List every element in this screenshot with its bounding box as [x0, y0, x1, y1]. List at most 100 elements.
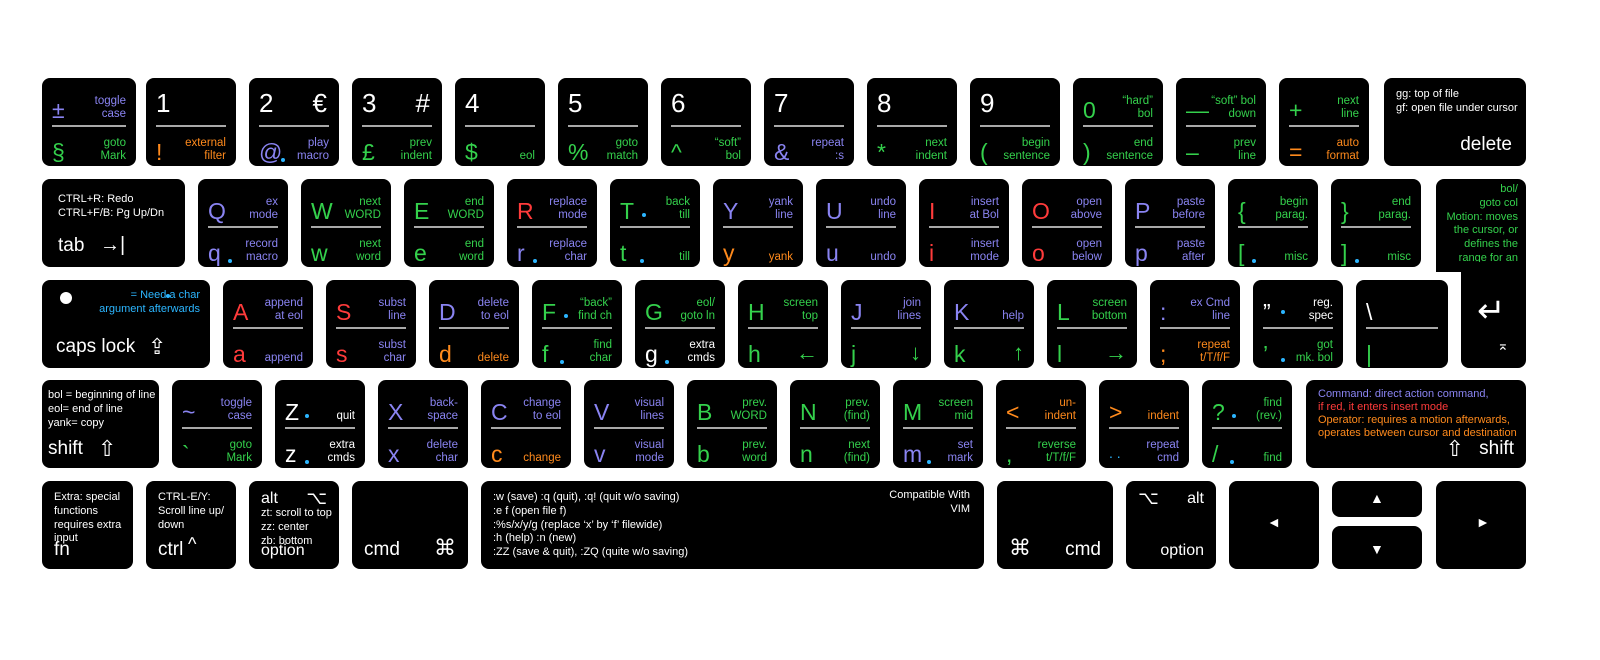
char-arg-dot	[640, 259, 644, 263]
key-sym: l	[1057, 341, 1063, 367]
key-right-option[interactable]: ⌥ alt option	[1126, 481, 1216, 569]
key-sym: N	[800, 399, 817, 425]
key-8[interactable]: 8 *next indent	[867, 78, 957, 166]
char-arg-dot	[1281, 310, 1285, 314]
key-alt-symbol: €	[312, 88, 327, 118]
key-sym: k	[954, 341, 966, 367]
key-note: bol = beginning of line eol= end of line…	[48, 389, 156, 429]
key-arrow-up[interactable]: ▲	[1332, 481, 1422, 517]
key-backtick[interactable]: ±toggle case §goto Mark	[42, 78, 136, 166]
char-arg-dot	[1252, 259, 1256, 263]
key-left-shift[interactable]: bol = beginning of line eol= end of line…	[42, 380, 159, 468]
key-ctrl[interactable]: CTRL-E/Y: Scroll line up/ down ctrl ^	[146, 481, 236, 569]
key-desc: undo	[870, 251, 896, 264]
key-1[interactable]: 1 !external filter	[146, 78, 236, 166]
key-left-option[interactable]: alt ⌥ zt: scroll to top zz: center zb: b…	[249, 481, 339, 569]
key-sym: —	[1186, 97, 1209, 123]
key-question[interactable]: ?find (rev.) /find	[1202, 380, 1292, 468]
key-sym: x	[388, 441, 400, 467]
key-label: caps lock	[56, 336, 136, 357]
key-3[interactable]: 3 # £prev indent	[352, 78, 442, 166]
key-right-cmd[interactable]: ⌘ cmd	[997, 481, 1113, 569]
caps-led-icon	[60, 292, 72, 304]
key-9[interactable]: 9 (begin sentence	[970, 78, 1060, 166]
key-greater-than[interactable]: >indent . .repeat cmd	[1099, 380, 1189, 468]
key-sym: r	[517, 240, 525, 266]
key-quote[interactable]: ”reg. spec ’got mk. bol	[1253, 280, 1343, 368]
key-left-brace[interactable]: {begin parag. [misc	[1228, 179, 1318, 267]
key-desc: begin sentence	[1003, 136, 1050, 163]
key-note: zt: scroll to top zz: center zb: bottom	[261, 507, 332, 547]
key-arrow-right[interactable]: ►	[1436, 481, 1526, 569]
key-sym: :	[1160, 299, 1167, 325]
key-colon[interactable]: :ex Cmd line ;repeat t/T/f/F	[1150, 280, 1240, 368]
key-plus[interactable]: +next line =auto format	[1279, 78, 1369, 166]
key-enter[interactable]: ↵ ⌅	[1461, 262, 1526, 368]
char-arg-dot	[166, 294, 170, 298]
key-top-label: alt	[261, 490, 278, 507]
key-minus[interactable]: —“soft” bol down –prev line	[1176, 78, 1266, 166]
key-sym: R	[517, 198, 534, 224]
key-backslash[interactable]: \ |	[1356, 280, 1448, 368]
key-left-cmd[interactable]: cmd ⌘	[352, 481, 468, 569]
key-caps-lock[interactable]: = Need a char argument afterwards caps l…	[42, 280, 210, 368]
key-desc: yank	[768, 251, 793, 264]
key-right-shift[interactable]: Command: direct action command, if red, …	[1306, 380, 1526, 468]
key-tilde[interactable]: ~toggle case `goto Mark	[172, 380, 262, 468]
key-arrow-left[interactable]: ◄	[1229, 481, 1319, 569]
return-icon: ↵	[1477, 292, 1506, 330]
key-delete[interactable]: gg: top of file gf: open file under curs…	[1384, 78, 1526, 166]
key-7[interactable]: 7 &repeat :s	[764, 78, 854, 166]
key-right-brace[interactable]: }end parag. ]misc	[1331, 179, 1421, 267]
key-2[interactable]: 2 € @play macro	[249, 78, 339, 166]
divider	[980, 125, 1050, 127]
key-number: 8	[877, 88, 892, 118]
key-label: tab	[58, 235, 85, 256]
key-space[interactable]: :w (save) :q (quit), :q! (quit w/o savin…	[481, 481, 984, 569]
key-sym: F	[542, 299, 557, 325]
key-0[interactable]: 0“hard” bol )end sentence	[1073, 78, 1163, 166]
key-tab[interactable]: CTRL+R: Redo CTRL+F/B: Pg Up/Dn tab →|	[42, 179, 185, 267]
char-arg-dot	[1232, 414, 1236, 418]
key-less-than[interactable]: <un- indent ,reverse t/T/f/F	[996, 380, 1086, 468]
key-desc: end sentence	[1106, 136, 1153, 163]
key-desc: “hard” bol	[1122, 94, 1153, 121]
key-arrow-down[interactable]: ▼	[1332, 526, 1422, 569]
key-sym: §	[52, 139, 65, 165]
key-6[interactable]: 6 ^“soft” bol	[661, 78, 751, 166]
key-fn[interactable]: Extra: special functions requires extra …	[42, 481, 133, 569]
key-sym: `	[182, 441, 190, 467]
key-4[interactable]: 4 $eol	[455, 78, 545, 166]
key-sym: n	[800, 441, 813, 467]
key-pipe[interactable]: bol/ goto col Motion: moves the cursor, …	[1436, 179, 1526, 272]
key-5[interactable]: 5 %goto match	[558, 78, 648, 166]
key-desc: ex Cmd line	[1190, 296, 1230, 323]
key-sym: s	[336, 341, 348, 367]
